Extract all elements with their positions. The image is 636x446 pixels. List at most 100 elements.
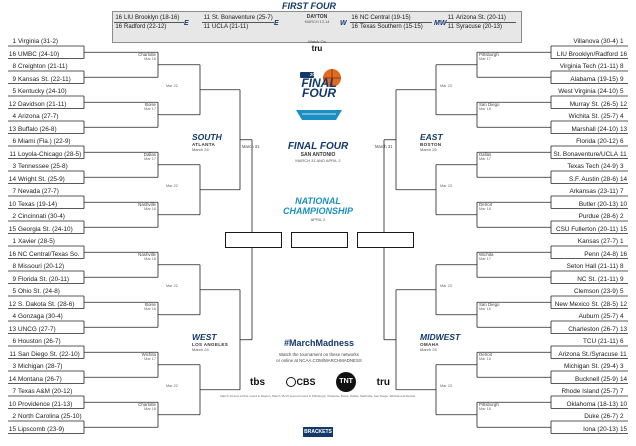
final-four-site: SAN ANTONIO — [300, 152, 336, 158]
final-four-logo-text: FINAL FOUR — [301, 76, 337, 100]
right-round-date: Mar 23 — [440, 383, 452, 388]
right-team-slot[interactable]: Alabama (19-15)9 — [570, 75, 624, 83]
right-team-slot[interactable]: Arkansas (23-11)7 — [569, 188, 624, 195]
trutv-logo: tru — [311, 44, 323, 53]
right-team-slot[interactable]: Charleston (26-7)13 — [568, 325, 628, 333]
region-east-label: EAST BOSTON March 25 — [420, 132, 443, 153]
first-four-region-tag: MW — [434, 20, 447, 27]
right-team-slot[interactable]: Purdue (28-6)2 — [578, 213, 624, 220]
first-four-city: DAYTON — [306, 14, 328, 20]
region-midwest-label: MIDWEST OMAHA March 25 — [420, 332, 461, 353]
right-team-slot[interactable]: Marshall (24-10)13 — [571, 125, 628, 133]
right-team-slot[interactable]: Auburn (25-7)4 — [578, 313, 624, 320]
final-four-logo — [292, 66, 346, 124]
right-team-slot[interactable]: Rhode Island (25-7)7 — [561, 388, 624, 395]
right-team-slot[interactable]: Oklahoma (18-13)10 — [566, 400, 628, 408]
right-team-slot[interactable]: Texas Tech (24-9)3 — [567, 163, 624, 170]
right-team-slot[interactable]: Seton Hall (21-11)8 — [566, 263, 624, 270]
tnt-logo: TNT — [336, 372, 357, 392]
right-team-slot[interactable]: Virginia Tech (21-11)8 — [559, 63, 624, 70]
left-round-date: Mar 22 — [166, 83, 178, 88]
right-team-slot[interactable]: Michigan St. (29-4)3 — [564, 363, 624, 370]
watch-line-1: Watch the tournament on these networks — [279, 352, 359, 357]
right-team-slot[interactable]: Clemson (23-9)5 — [573, 288, 624, 295]
right-team-slot[interactable]: CSU Fullerton (20-11)15 — [555, 225, 628, 233]
champion-slot[interactable] — [291, 232, 348, 248]
right-team-slot[interactable]: Florida (20-12)6 — [576, 138, 624, 145]
right-team-slot[interactable]: NC St. (21-11)9 — [577, 275, 624, 283]
first-four-region-tag: E — [184, 20, 189, 27]
right-round-date: Mar 23 — [440, 83, 452, 88]
right-team-slot[interactable]: Bucknell (25-9)14 — [575, 375, 628, 383]
right-team-slot[interactable]: S.F. Austin (28-6)14 — [568, 175, 628, 183]
ff-left-date: March 31 — [242, 144, 260, 149]
semifinal-right-slot[interactable] — [357, 232, 414, 248]
right-team-slot[interactable]: New Mexico St. (28-5)12 — [554, 300, 628, 308]
first-four-panel — [112, 11, 522, 43]
right-team-slot[interactable]: Wichita St. (25-7)4 — [568, 113, 624, 120]
right-team-slot[interactable]: TCU (21-11)6 — [582, 338, 624, 345]
right-team-slot[interactable]: Kansas (27-7)1 — [577, 238, 624, 245]
right-team-slot[interactable]: Murray St. (26-5)12 — [569, 100, 628, 108]
right-team-slot[interactable]: Villanova (30-4)1 — [573, 38, 624, 45]
right-team-slot[interactable]: Penn (24-8)16 — [584, 250, 628, 258]
region-south-label: SOUTH ATLANTA March 24 — [192, 132, 222, 153]
final-four-logo-year: 2018 — [310, 72, 321, 77]
cbs-eye-icon — [285, 377, 296, 388]
right-round-date: Mar 23 — [440, 283, 452, 288]
first-four-dates: MARCH 13-14 — [304, 20, 330, 24]
hashtag: #MarchMadness — [283, 338, 355, 348]
semifinal-left-slot[interactable] — [225, 232, 282, 248]
right-team-slot[interactable]: West Virginia (24-10)5 — [558, 88, 624, 95]
right-team-slot[interactable]: Duke (26-7)2 — [584, 413, 624, 420]
left-round-date: Mar 22 — [166, 283, 178, 288]
right-team-slot[interactable]: Iona (20-13)15 — [583, 425, 628, 433]
right-team-slot[interactable]: Butler (20-13)10 — [578, 200, 628, 208]
brackets-brand: BRACKETS — [303, 427, 333, 437]
